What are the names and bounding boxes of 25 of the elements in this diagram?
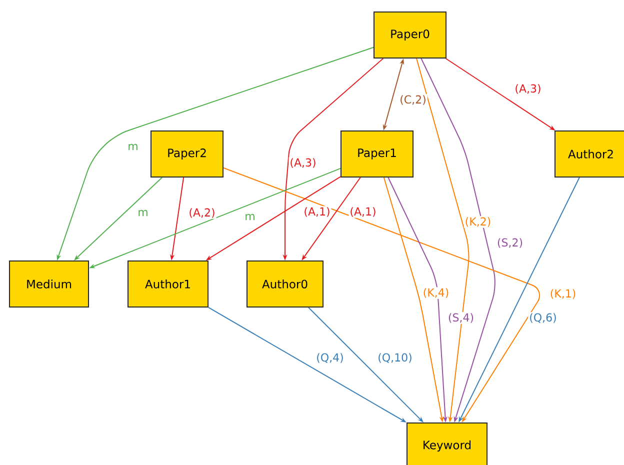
node-box: Paper2 (150, 130, 224, 178)
edge-label: (C,2) (398, 94, 428, 106)
edge-label: (Q,10) (376, 352, 414, 364)
edge-label: (K,2) (464, 216, 492, 228)
node-box: Author0 (246, 260, 324, 308)
edge-label: m (136, 208, 150, 218)
node-box: Author1 (128, 260, 208, 308)
node-box: Paper1 (340, 130, 414, 178)
edge-label: (K,1) (548, 288, 578, 300)
node-box: Author2 (554, 130, 624, 178)
node-box: Keyword (406, 422, 488, 465)
edge-label: m (126, 142, 140, 152)
edge-label: (S,2) (496, 237, 524, 249)
edge-label: (Q,6) (528, 312, 558, 324)
edge-label: (K,4) (422, 287, 450, 299)
edge-label: (Q,4) (315, 352, 345, 364)
node-box: Paper0 (374, 12, 446, 58)
edge-label: (A,2) (188, 207, 216, 219)
edge-label: (A,1) (302, 206, 332, 218)
node-box: Medium (9, 260, 89, 308)
edge-label: (A,3) (514, 83, 542, 95)
edge-label: (A,3) (288, 157, 318, 169)
edge-label: m (244, 212, 256, 222)
edge-label: (A,1) (348, 206, 378, 218)
edge-label: (S,4) (446, 312, 476, 324)
